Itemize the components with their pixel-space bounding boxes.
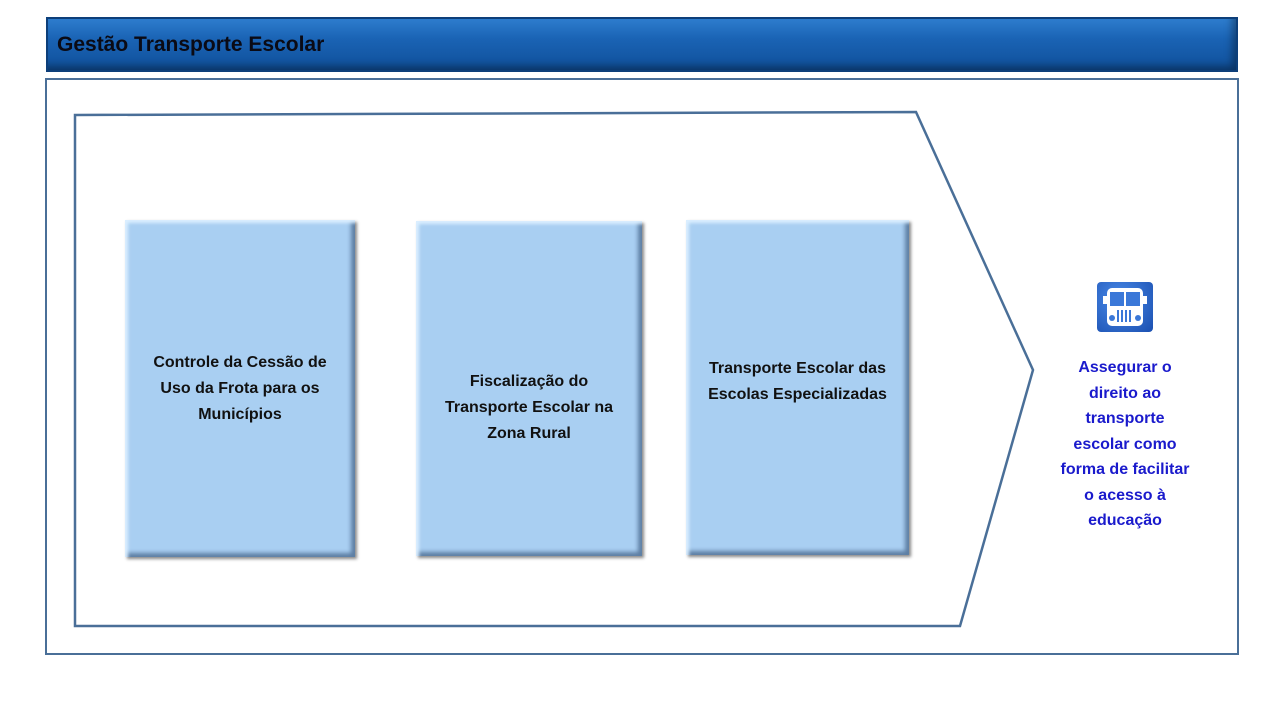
page-title: Gestão Transporte Escolar bbox=[57, 33, 325, 56]
goal-text: Assegurar o direito ao transporte escola… bbox=[1060, 359, 1190, 529]
process-box-label: Fiscalização do Transporte Escolar na Zo… bbox=[444, 372, 614, 442]
bus-icon bbox=[1097, 282, 1153, 332]
process-box-fleet-cession: Controle da Cessão de Uso da Frota para … bbox=[125, 220, 355, 557]
title-bar: Gestão Transporte Escolar bbox=[46, 17, 1238, 72]
process-box-rural-inspection: Fiscalização do Transporte Escolar na Zo… bbox=[416, 221, 642, 556]
content-frame bbox=[45, 78, 1239, 655]
process-box-special-schools: Transporte Escolar das Escolas Especiali… bbox=[686, 220, 909, 555]
process-box-label: Controle da Cessão de Uso da Frota para … bbox=[153, 353, 327, 423]
process-box-label: Transporte Escolar das Escolas Especiali… bbox=[708, 359, 887, 403]
